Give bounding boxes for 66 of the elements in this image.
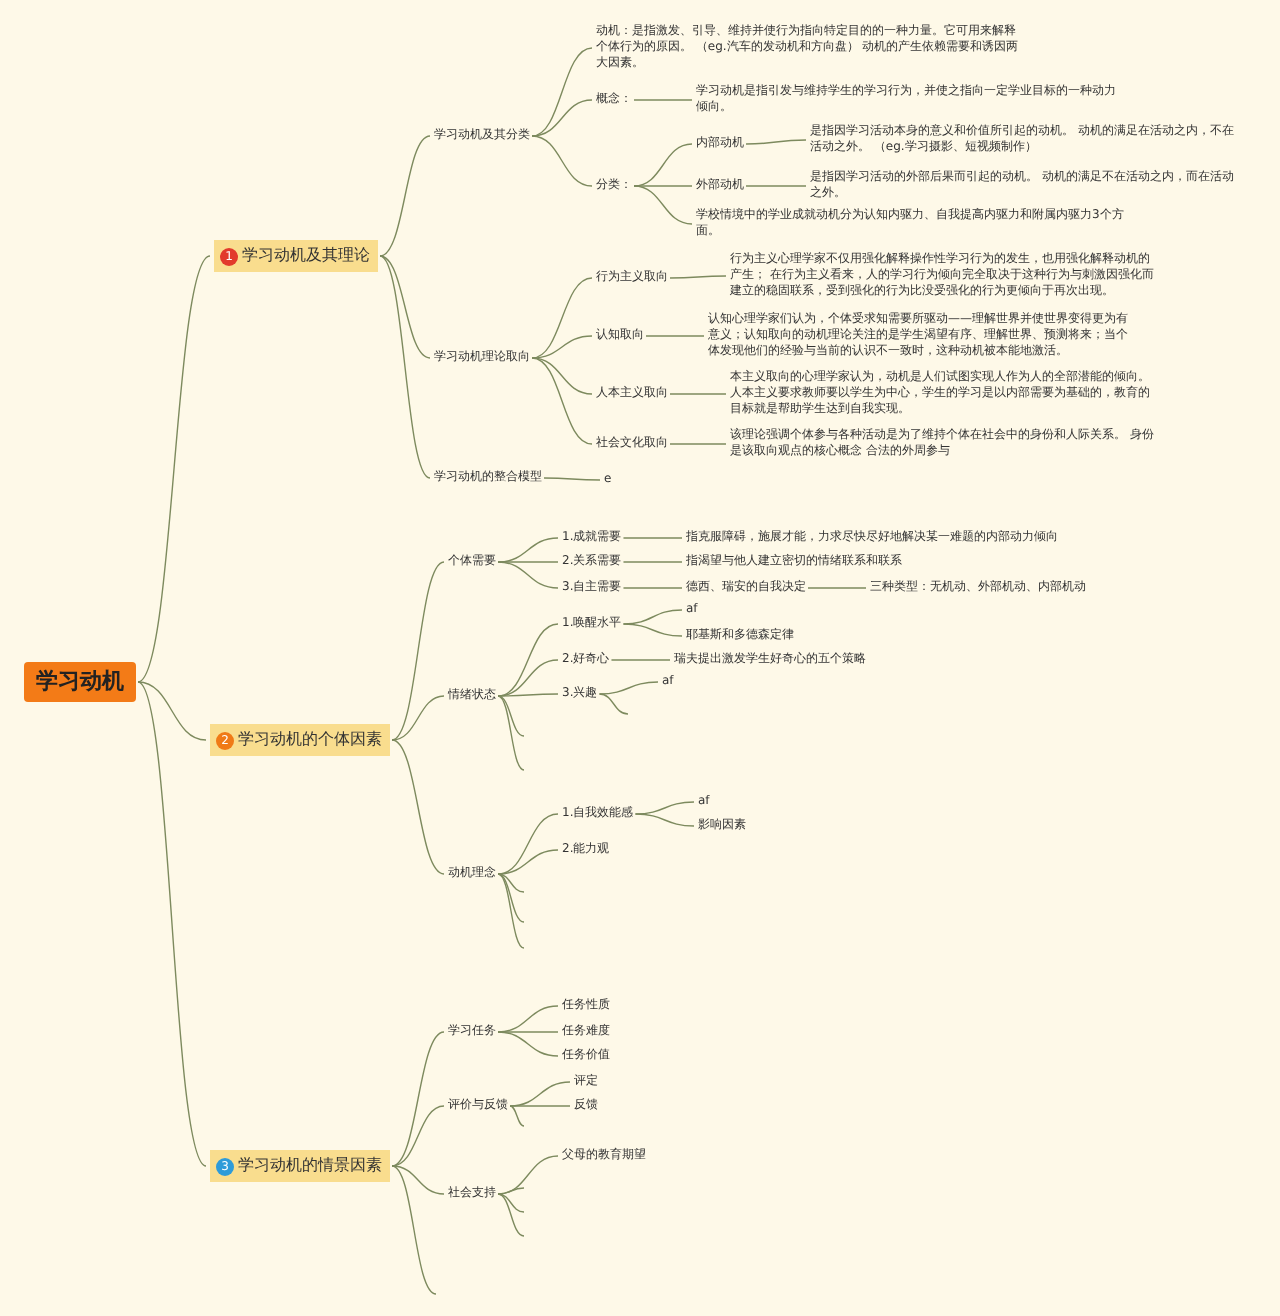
branch-line xyxy=(497,873,525,893)
branch-line xyxy=(497,695,525,737)
branch-line xyxy=(669,275,727,279)
branch-line xyxy=(497,1187,525,1195)
branch-line xyxy=(497,813,559,875)
topic-box xyxy=(214,240,378,272)
branch-line xyxy=(622,609,683,625)
branch-line xyxy=(497,873,525,949)
branch-line xyxy=(379,255,431,359)
branch-line xyxy=(137,681,207,1167)
branch-line xyxy=(622,587,683,589)
branch-line xyxy=(669,393,727,395)
branch-line xyxy=(531,357,593,395)
branch-line xyxy=(391,739,445,875)
branch-line xyxy=(622,561,683,563)
branch-line xyxy=(497,1193,525,1237)
branch-line xyxy=(509,1105,525,1127)
branch-line xyxy=(379,255,431,479)
branch-line xyxy=(745,185,807,187)
branch-line xyxy=(497,1031,559,1033)
branch-line xyxy=(379,135,431,257)
branch-line xyxy=(497,849,559,875)
branch-line xyxy=(391,561,445,741)
branch-line xyxy=(634,801,695,815)
branch-line xyxy=(543,477,601,481)
branch-line xyxy=(634,813,695,827)
branch-line xyxy=(633,185,693,225)
branch-line xyxy=(669,443,727,445)
branch-line xyxy=(610,659,671,661)
branch-line xyxy=(497,561,559,563)
branch-line xyxy=(622,623,683,637)
branch-line xyxy=(598,693,629,715)
branch-line xyxy=(391,1031,445,1167)
branch-line xyxy=(531,277,593,359)
central-topic-box: 学习动机 xyxy=(24,662,136,702)
branch-line xyxy=(622,537,683,539)
branch-line xyxy=(497,693,559,697)
topic-box xyxy=(210,724,390,756)
branch-line xyxy=(497,623,559,697)
topic-label: 学习动机及其理论 xyxy=(242,246,370,266)
branch-line xyxy=(391,1165,437,1295)
topic-box xyxy=(210,1150,390,1182)
topic-label: 学习动机的个体因素 xyxy=(238,730,382,750)
branch-line xyxy=(391,695,445,741)
topic-label: 学习动机的情景因素 xyxy=(238,1156,382,1176)
branch-line xyxy=(497,1031,559,1057)
branch-line xyxy=(391,1105,445,1167)
branch-line xyxy=(497,561,559,589)
branch-line xyxy=(645,335,705,337)
branch-line xyxy=(137,255,211,683)
branch-line xyxy=(633,185,693,187)
branch-line xyxy=(497,1193,525,1213)
branch-line xyxy=(633,99,693,101)
branch-line xyxy=(497,873,525,923)
branch-line xyxy=(509,1105,571,1107)
branch-line xyxy=(598,681,659,695)
branch-line xyxy=(531,357,593,445)
branch-line xyxy=(745,139,807,145)
branch-line xyxy=(531,47,593,137)
branch-line xyxy=(531,99,593,137)
branch-line xyxy=(807,587,867,589)
branch-line xyxy=(137,681,207,741)
branch-line xyxy=(531,135,593,187)
branch-line xyxy=(391,1165,445,1195)
branch-line xyxy=(531,335,593,359)
branch-line xyxy=(497,695,525,771)
